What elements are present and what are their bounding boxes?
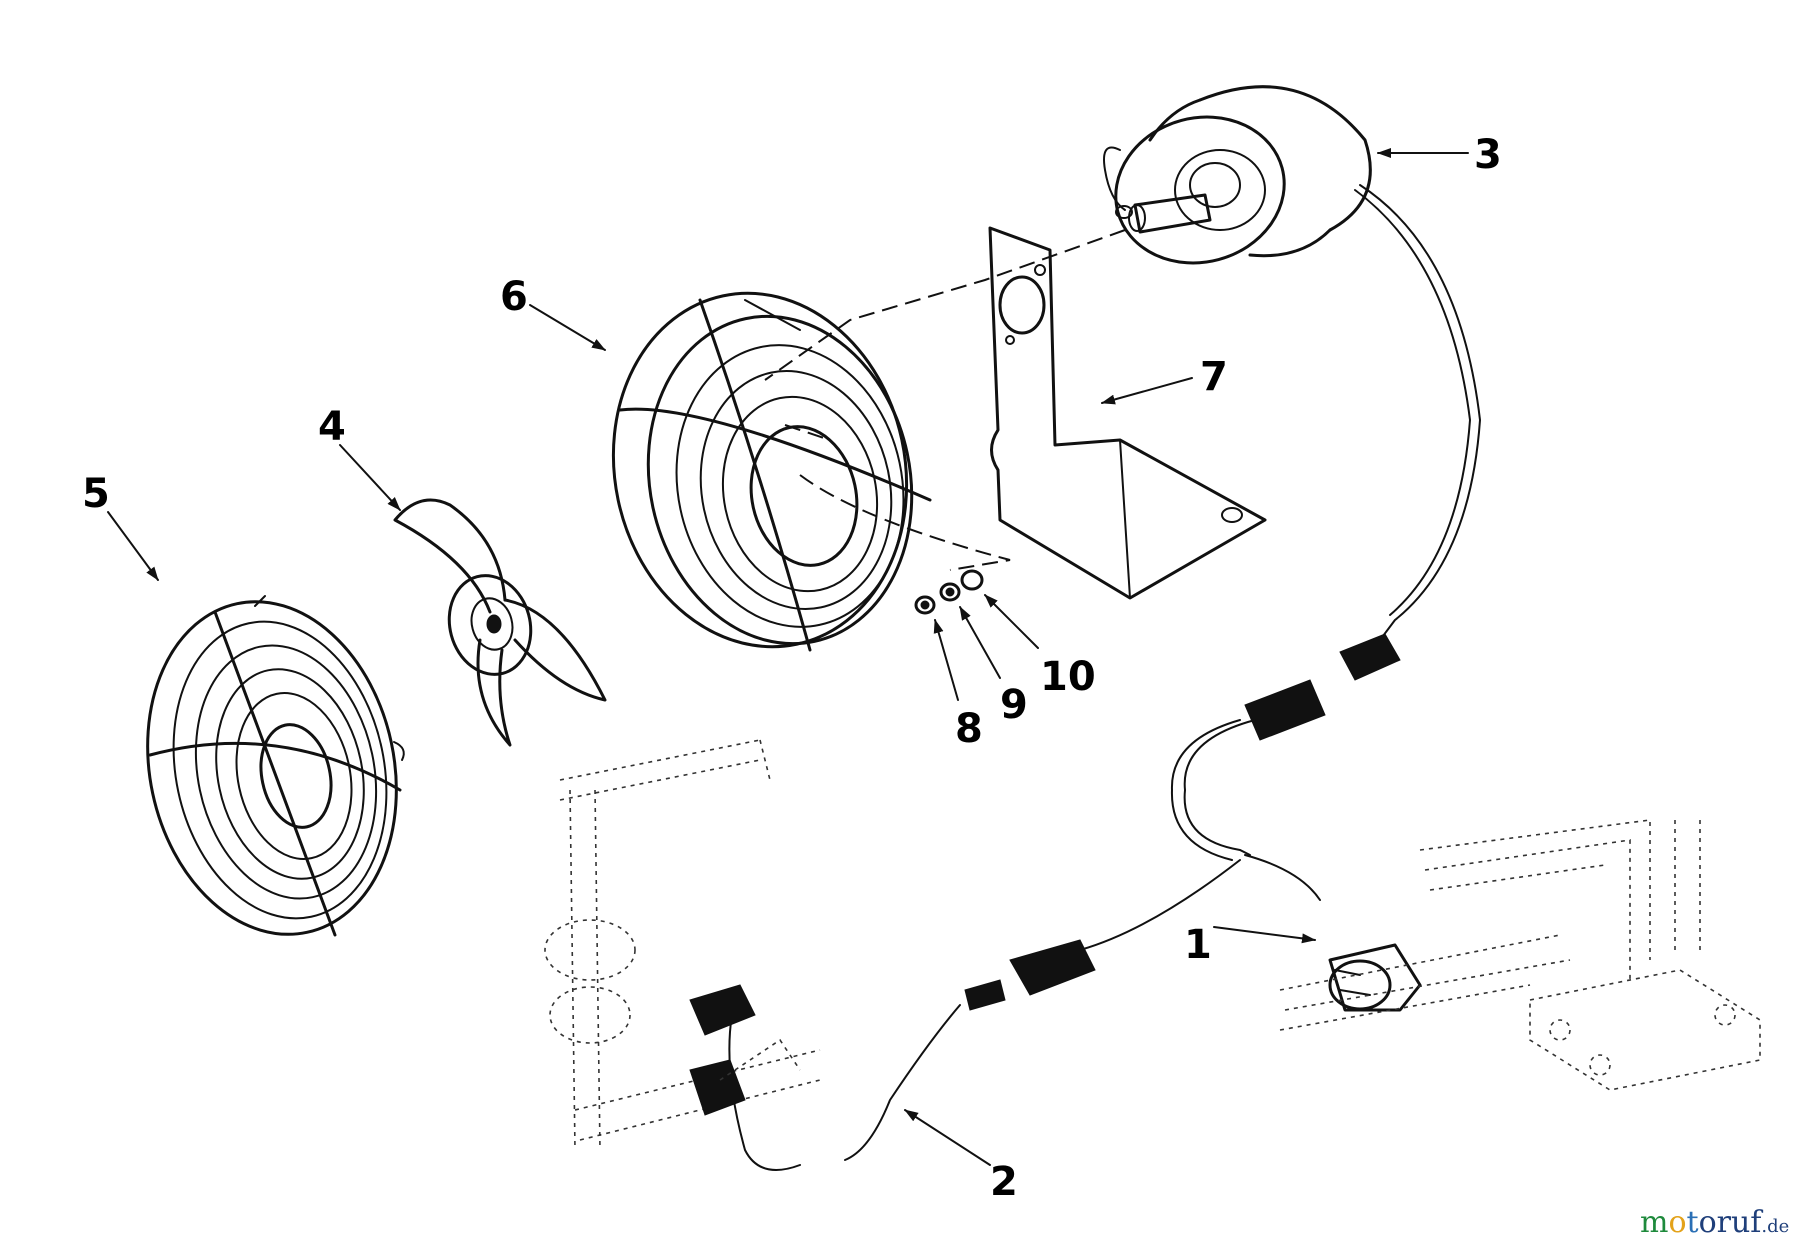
leader-5 [107, 511, 159, 581]
rear-fan-guard [611, 291, 932, 652]
assembly-centerline [764, 229, 1126, 381]
leader-4 [339, 444, 401, 511]
callout-7: 7 [1200, 354, 1228, 400]
watermark-letter-o: o [1668, 1205, 1686, 1240]
svg-text:motoruf.de: motoruf.de [1640, 1205, 1789, 1240]
leader-7 [1101, 377, 1193, 405]
watermark-letter-m: m [1640, 1205, 1668, 1240]
fan-motor [1103, 85, 1372, 265]
leader-9 [959, 606, 1001, 679]
hardware-nuts-washers [914, 569, 984, 615]
motor-wire-harness [689, 184, 1482, 1171]
callout-3: 3 [1474, 132, 1502, 178]
watermark-suffix: .de [1761, 1216, 1789, 1237]
front-fan-grille [146, 595, 405, 937]
leader-6 [529, 304, 606, 351]
motoruf-watermark: motoruf.de [1640, 1205, 1789, 1240]
fan-blade [393, 498, 607, 747]
leader-8 [933, 619, 959, 701]
phantom-pipe-right [1279, 819, 1761, 1091]
callout-leaders [107, 148, 1469, 1166]
assembly-centerline-lower [784, 424, 831, 441]
callout-9: 9 [1000, 682, 1028, 728]
callout-5: 5 [82, 471, 110, 517]
callout-8: 8 [955, 706, 983, 752]
phantom-pipe-left [544, 739, 821, 1151]
watermark-rest: oruf [1699, 1205, 1764, 1240]
motor-bracket [988, 226, 1267, 600]
watermark-letter-t: t [1687, 1205, 1699, 1240]
callout-4: 4 [318, 404, 346, 450]
callout-10: 10 [1040, 654, 1096, 700]
callout-6: 6 [500, 274, 528, 320]
thermostat-switch [1328, 943, 1422, 1012]
leader-2 [904, 1109, 991, 1166]
leader-1 [1213, 926, 1316, 944]
callout-2: 2 [990, 1159, 1018, 1205]
leader-10 [984, 594, 1039, 649]
callout-numbers: 1 2 3 4 5 6 7 8 9 10 [82, 132, 1502, 1205]
callout-1: 1 [1184, 922, 1212, 968]
